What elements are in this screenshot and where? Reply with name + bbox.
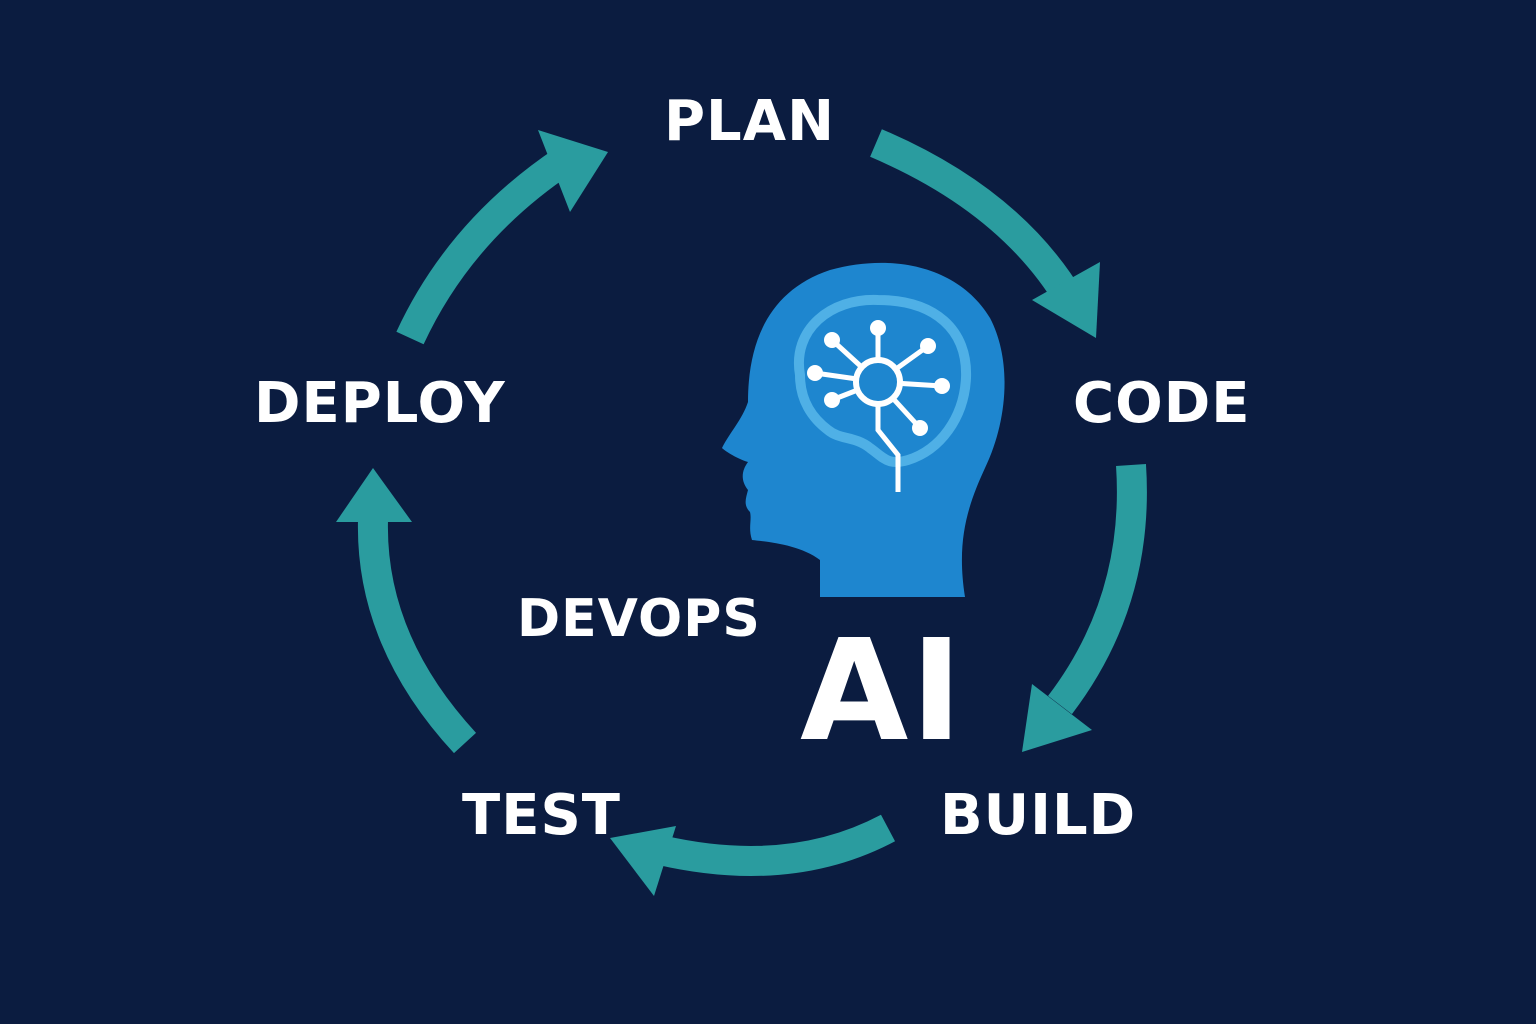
arrow-deploy-to-plan [396, 130, 608, 345]
arrow-code-to-build [1022, 464, 1147, 752]
stage-label-test: TEST [462, 783, 621, 848]
stage-label-code: CODE [1073, 371, 1251, 436]
arrow-build-to-test [610, 814, 896, 896]
ai-head-network-icon [722, 262, 1005, 597]
ai-title: AI [800, 610, 965, 773]
stage-label-build: BUILD [940, 783, 1137, 848]
stage-label-plan: PLAN [664, 89, 835, 154]
arrow-test-to-deploy [336, 468, 477, 754]
devops-subtitle: DEVOPS [517, 589, 761, 649]
arrow-plan-to-code [870, 129, 1100, 338]
stage-label-deploy: DEPLOY [254, 371, 506, 436]
